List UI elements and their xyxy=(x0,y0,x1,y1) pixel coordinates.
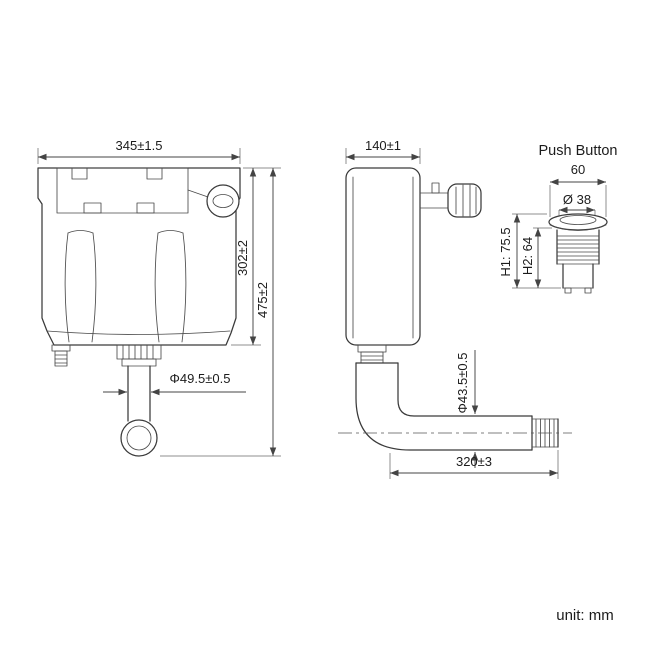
flush-outlet xyxy=(116,344,162,457)
lever-rod xyxy=(187,189,209,198)
push-button-title: Push Button xyxy=(539,143,618,159)
dim-button-diameter-label: Ø 38 xyxy=(563,192,591,207)
side-view-tank xyxy=(338,167,572,451)
dim-button-h2-label: H2: 64 xyxy=(520,237,535,275)
dim-side-depth-label: 140±1 xyxy=(365,138,401,153)
side-view-dimensions: 140±1 Φ43.5±0.5 320±3 xyxy=(345,138,559,479)
unit-note: unit: mm xyxy=(556,607,614,624)
dim-front-width-label: 345±1.5 xyxy=(116,138,163,153)
inlet-cap xyxy=(206,184,240,218)
front-view-tank xyxy=(37,167,241,457)
dim-button-h1-label: H1: 75.5 xyxy=(498,227,513,276)
dim-pipe-diameter-label: Φ43.5±0.5 xyxy=(455,353,470,414)
front-view-dimensions: 345±1.5 302±2 475±2 Φ49.5±0.5 xyxy=(37,138,281,457)
actuator-assembly xyxy=(419,182,482,218)
dim-button-width-label: 60 xyxy=(571,162,585,177)
inlet-stub xyxy=(51,344,71,367)
dim-front-total-height-label: 475±2 xyxy=(255,282,270,318)
flush-bend-pipe xyxy=(338,362,572,451)
dim-front-body-height-label: 302±2 xyxy=(235,240,250,276)
dim-outlet-diameter-label: Φ49.5±0.5 xyxy=(170,371,231,386)
push-button-drawing xyxy=(548,213,608,294)
push-button-detail: Push Button 60 Ø 38 xyxy=(498,143,618,294)
dim-pipe-length-label: 320±3 xyxy=(456,454,492,469)
